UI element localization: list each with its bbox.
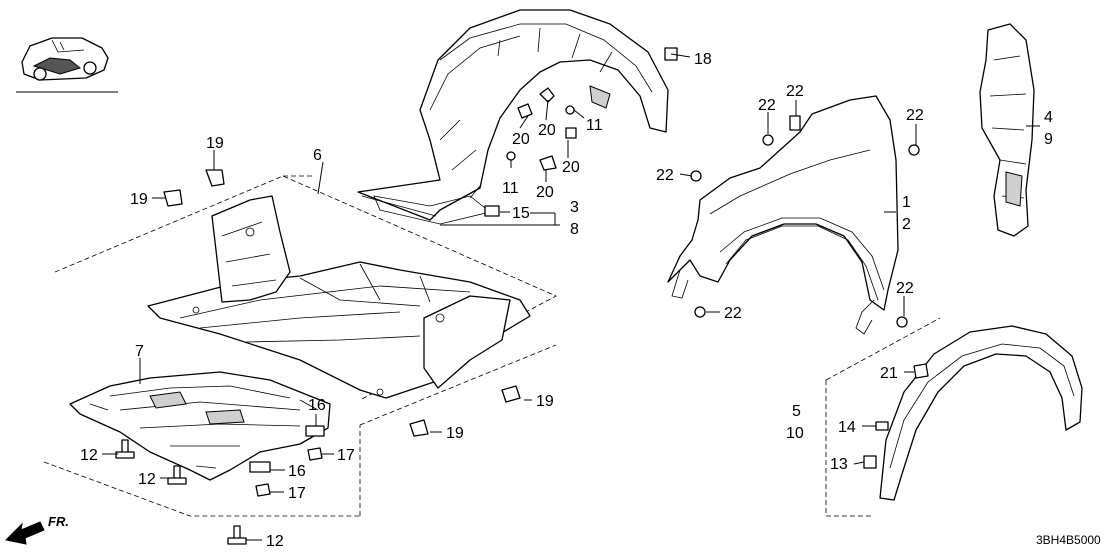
callout-22-b: 22 (786, 83, 804, 100)
callout-15: 15 (512, 205, 530, 222)
hardware-part-21 (913, 363, 929, 379)
callout-17-b: 17 (288, 485, 306, 502)
callout-19-c: 19 (536, 393, 554, 410)
callout-19-b: 19 (130, 191, 148, 208)
front-subframe (147, 195, 531, 399)
hardware-part-14 (875, 421, 889, 431)
callout-9: 9 (1044, 131, 1053, 148)
callout-8: 8 (570, 221, 579, 238)
callout-12-a: 12 (80, 447, 98, 464)
front-fender-panel (667, 95, 899, 335)
diagram-code: 3BH4B5000 (1036, 533, 1101, 547)
callout-22-c: 22 (906, 107, 924, 124)
callout-3: 3 (570, 199, 579, 216)
group-frame-fender-flare (825, 317, 941, 517)
fender-insulator (979, 23, 1035, 237)
callout-16-b: 16 (288, 463, 306, 480)
hardware-part-22 (690, 115, 920, 328)
callout-11-lower: 11 (502, 180, 519, 197)
front-direction-label: FR. (48, 514, 69, 529)
hardware-part-18 (664, 47, 691, 61)
callout-7: 7 (135, 343, 144, 360)
hardware-part-12 (115, 439, 247, 545)
callout-2: 2 (902, 216, 911, 233)
callout-labels: 18 11 11 20 20 20 20 15 3 8 6 19 19 19 1… (80, 51, 1053, 550)
front-direction-arrow: FR. (4, 514, 69, 545)
callout-5: 5 (792, 403, 801, 420)
vehicle-locator-icon (16, 37, 118, 93)
callout-1: 1 (902, 194, 911, 211)
callout-21: 21 (880, 365, 898, 382)
callout-17-a: 17 (337, 447, 355, 464)
callout-6: 6 (313, 147, 322, 164)
callout-20-a: 20 (512, 131, 530, 148)
hardware-part-13 (863, 455, 877, 469)
callout-22-d: 22 (656, 167, 674, 184)
hardware-part-11-lower (506, 151, 516, 168)
callout-14: 14 (838, 419, 856, 436)
callout-4: 4 (1044, 109, 1053, 126)
hardware-part-20 (517, 87, 577, 171)
hardware-part-15 (484, 205, 500, 217)
callout-22-a: 22 (758, 97, 776, 114)
callout-20-d: 20 (536, 184, 554, 201)
wheel-arch-molding (879, 325, 1083, 501)
hardware-part-11-upper (565, 105, 585, 119)
callout-18: 18 (694, 51, 712, 68)
callout-19-d: 19 (446, 425, 464, 442)
hardware-part-16 (249, 425, 325, 473)
callout-13: 13 (830, 456, 848, 473)
callout-16-a: 16 (308, 397, 326, 414)
callout-20-c: 20 (562, 159, 580, 176)
leader-lines (102, 99, 1040, 541)
callout-22-f: 22 (896, 280, 914, 297)
callout-19-a: 19 (206, 135, 224, 152)
callout-20-b: 20 (538, 122, 556, 139)
callout-22-e: 22 (724, 305, 742, 322)
engine-under-cover (69, 371, 331, 481)
callout-11-upper: 11 (586, 117, 603, 134)
callout-12-c: 12 (266, 533, 284, 550)
callout-10: 10 (786, 425, 804, 442)
hardware-part-19 (163, 169, 521, 437)
hardware-part-17 (255, 447, 323, 497)
callout-12-b: 12 (138, 471, 156, 488)
